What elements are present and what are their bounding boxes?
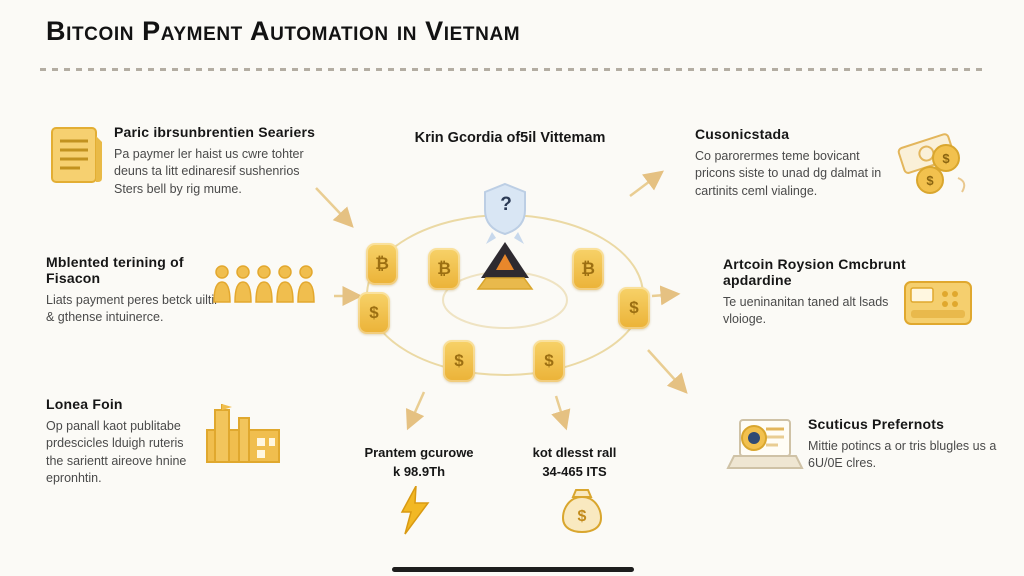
shield-icon	[484, 182, 526, 244]
dollar-coin-icon: $	[533, 340, 565, 382]
bitcoin-coin-icon: ₿	[428, 248, 460, 290]
left-block-1-title: Paric ibrsunbrentien Seariers	[114, 124, 316, 140]
svg-text:$: $	[578, 508, 587, 525]
stat-block-2: kot dlesst rall 34-465 ITS	[502, 444, 647, 482]
left-block-2-title: Mblented terining of Fisacon	[46, 254, 184, 286]
lightning-icon	[398, 485, 432, 541]
left-block-3-body: Op panall kaot publitabe prdescicles ldu…	[46, 419, 187, 485]
left-block-3-title: Lonea Foin	[46, 396, 123, 412]
laptop-icon	[726, 416, 804, 479]
dollar-coin-icon: $	[618, 287, 650, 329]
left-block-1: Paric ibrsunbrentien Seariers Pa paymer …	[114, 124, 319, 198]
right-block-2-title: Artcoin Roysion Cmcbrunt apdardine	[723, 256, 906, 288]
left-block-2-body: Liats payment peres betck uiltir & gthen…	[46, 293, 219, 325]
right-block-1: Cusonicstada Co parorermes teme bovicant…	[695, 126, 890, 200]
right-block-3-body: Mittie potincs a or tris blugles us a 6U…	[808, 439, 997, 471]
right-block-1-title: Cusonicstada	[695, 126, 790, 142]
bottom-indicator-bar	[392, 567, 634, 572]
left-block-2: Mblented terining of Fisacon Liats payme…	[46, 254, 221, 327]
people-icon	[212, 262, 316, 309]
dotted-divider	[40, 68, 985, 71]
svg-text:$: $	[926, 173, 934, 188]
stat-2-value: 34-465 ITS	[542, 463, 607, 479]
bitcoin-coin-icon: ₿	[572, 248, 604, 290]
shield-question-mark: ?	[500, 194, 512, 215]
right-block-2: Artcoin Roysion Cmcbrunt apdardine Te ue…	[723, 256, 973, 329]
dollar-coin-icon: $	[358, 292, 390, 334]
bitcoin-coin-icon: ₿	[366, 243, 398, 285]
center-heading: Krin Gcordia of5il Vittemam	[414, 130, 606, 146]
right-block-1-body: Co parorermes teme bovicant pricons sist…	[695, 149, 882, 198]
stat-1-label: Prantem gcurowe	[364, 445, 474, 460]
money-bag-icon: $	[556, 484, 608, 539]
factory-icon	[205, 404, 281, 471]
right-block-3-title: Scuticus Prefernots	[808, 416, 945, 432]
right-block-2-body: Te ueninanitan taned alt lsads vloioge.	[723, 295, 889, 327]
stat-block-1: Prantem gcurowe k 98.9Th	[338, 444, 500, 482]
right-block-3: Scuticus Prefernots Mittie potincs a or …	[808, 416, 998, 473]
money-icon: $ $	[888, 122, 978, 205]
dollar-coin-icon: $	[443, 340, 475, 382]
svg-text:$: $	[942, 151, 950, 166]
warning-triangle-icon	[476, 242, 534, 290]
stat-1-value: k 98.9Th	[392, 463, 446, 479]
left-block-3: Lonea Foin Op panall kaot publitabe prde…	[46, 396, 204, 487]
page-title: Bitcoin Payment Automation in Vietnam	[46, 16, 521, 46]
document-icon	[46, 126, 108, 191]
stat-2-label: kot dlesst rall	[532, 445, 617, 460]
card-terminal-icon	[903, 280, 973, 333]
left-block-1-body: Pa paymer ler haist us cwre tohter deuns…	[114, 147, 304, 196]
